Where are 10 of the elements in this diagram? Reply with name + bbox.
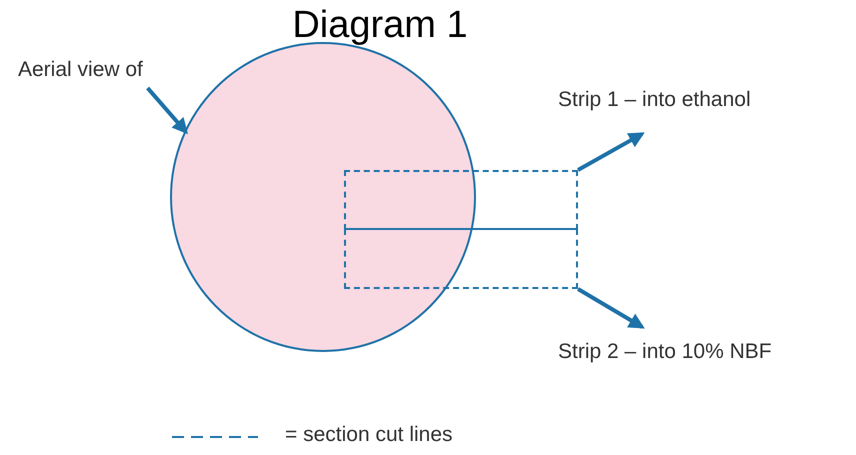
arrow bbox=[576, 287, 645, 329]
strip-outline bbox=[344, 229, 578, 289]
strip-label: Strip 1 – into ethanol bbox=[558, 88, 752, 112]
arrow bbox=[146, 86, 188, 134]
legend-text: = section cut lines bbox=[285, 423, 453, 447]
callout-text: Aerial view of bbox=[18, 58, 144, 82]
diagram-title: Diagram 1 bbox=[291, 4, 469, 47]
arrow bbox=[577, 132, 645, 172]
strip-outline bbox=[344, 170, 578, 230]
strip-label: Strip 2 – into 10% NBF bbox=[558, 340, 773, 364]
